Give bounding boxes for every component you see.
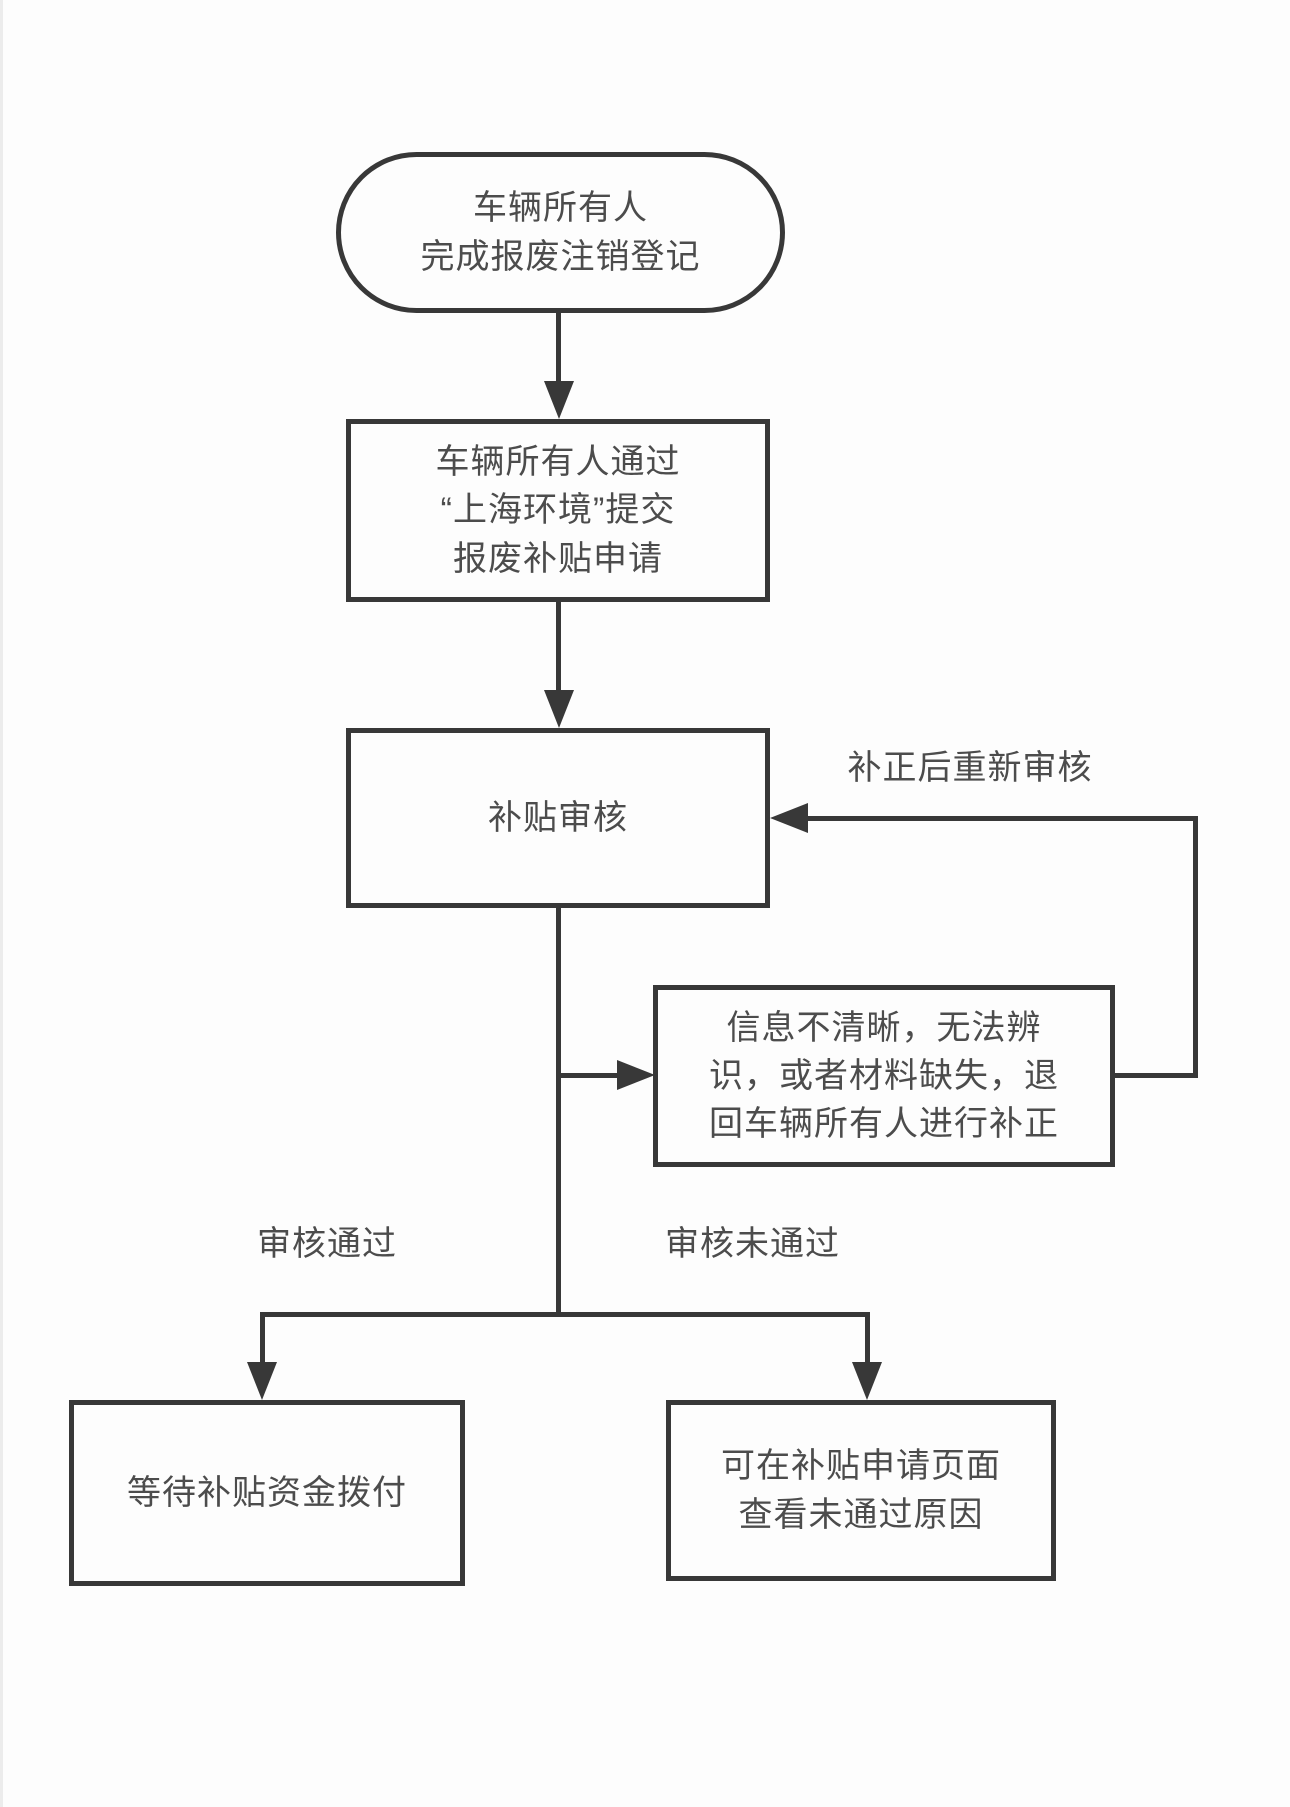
connector-review-main-stem-line <box>556 908 561 1312</box>
return-box-line3: 回车辆所有人进行补正 <box>709 1105 1059 1144</box>
submit-application-box: 车辆所有人通过 “上海环境”提交 报废补贴申请 <box>346 419 770 602</box>
wait-box-line1: 等待补贴资金拨付 <box>127 1473 407 1512</box>
review-box-line1: 补贴审核 <box>488 798 628 837</box>
connector-stem-to-return-arrowhead-icon <box>617 1060 655 1090</box>
connector-start-to-submit-arrowhead-icon <box>544 381 574 419</box>
connector-split-to-wait-line <box>260 1312 265 1364</box>
screenshot-left-edge <box>0 0 3 1807</box>
connector-split-to-wait-arrowhead-icon <box>247 1362 277 1400</box>
connector-start-to-submit-line <box>556 313 561 383</box>
reason-box-line1: 可在补贴申请页面 <box>721 1447 1001 1486</box>
start-node-vehicle-owner-deregistration: 车辆所有人 完成报废注销登记 <box>336 152 785 313</box>
return-path-vertical-segment-line <box>1193 816 1198 1078</box>
view-rejection-reason-box: 可在补贴申请页面 查看未通过原因 <box>666 1400 1056 1581</box>
recheck-label: 补正后重新审核 <box>847 749 1093 787</box>
fail-label: 审核未通过 <box>665 1225 840 1263</box>
return-for-correction-box: 信息不清晰，无法辨 识，或者材料缺失，退 回车辆所有人进行补正 <box>653 985 1115 1167</box>
submit-box-line3: 报废补贴申请 <box>453 539 663 578</box>
connector-submit-to-review-arrowhead-icon <box>544 690 574 728</box>
submit-box-line2: “上海环境”提交 <box>440 491 676 530</box>
start-node-line2: 完成报废注销登记 <box>420 237 701 276</box>
start-node-line1: 车辆所有人 <box>473 189 648 228</box>
return-path-top-segment-line <box>806 816 1198 821</box>
pass-label: 审核通过 <box>257 1225 397 1263</box>
return-path-bottom-segment-line <box>1115 1073 1198 1078</box>
connector-split-to-reason-arrowhead-icon <box>852 1362 882 1400</box>
connector-split-to-reason-line <box>865 1312 870 1364</box>
wait-for-payment-box: 等待补贴资金拨付 <box>69 1400 465 1586</box>
return-box-line1: 信息不清晰，无法辨 <box>726 1008 1042 1047</box>
reason-box-line2: 查看未通过原因 <box>738 1495 984 1534</box>
connector-stem-to-return-line <box>561 1073 619 1078</box>
subsidy-review-box: 补贴审核 <box>346 728 770 908</box>
return-path-arrowhead-icon <box>770 803 808 833</box>
return-box-line2: 识，或者材料缺失，退 <box>709 1056 1059 1095</box>
branch-split-horizontal-line <box>260 1312 870 1317</box>
connector-submit-to-review-line <box>556 602 561 692</box>
submit-box-line1: 车辆所有人通过 <box>435 443 681 482</box>
